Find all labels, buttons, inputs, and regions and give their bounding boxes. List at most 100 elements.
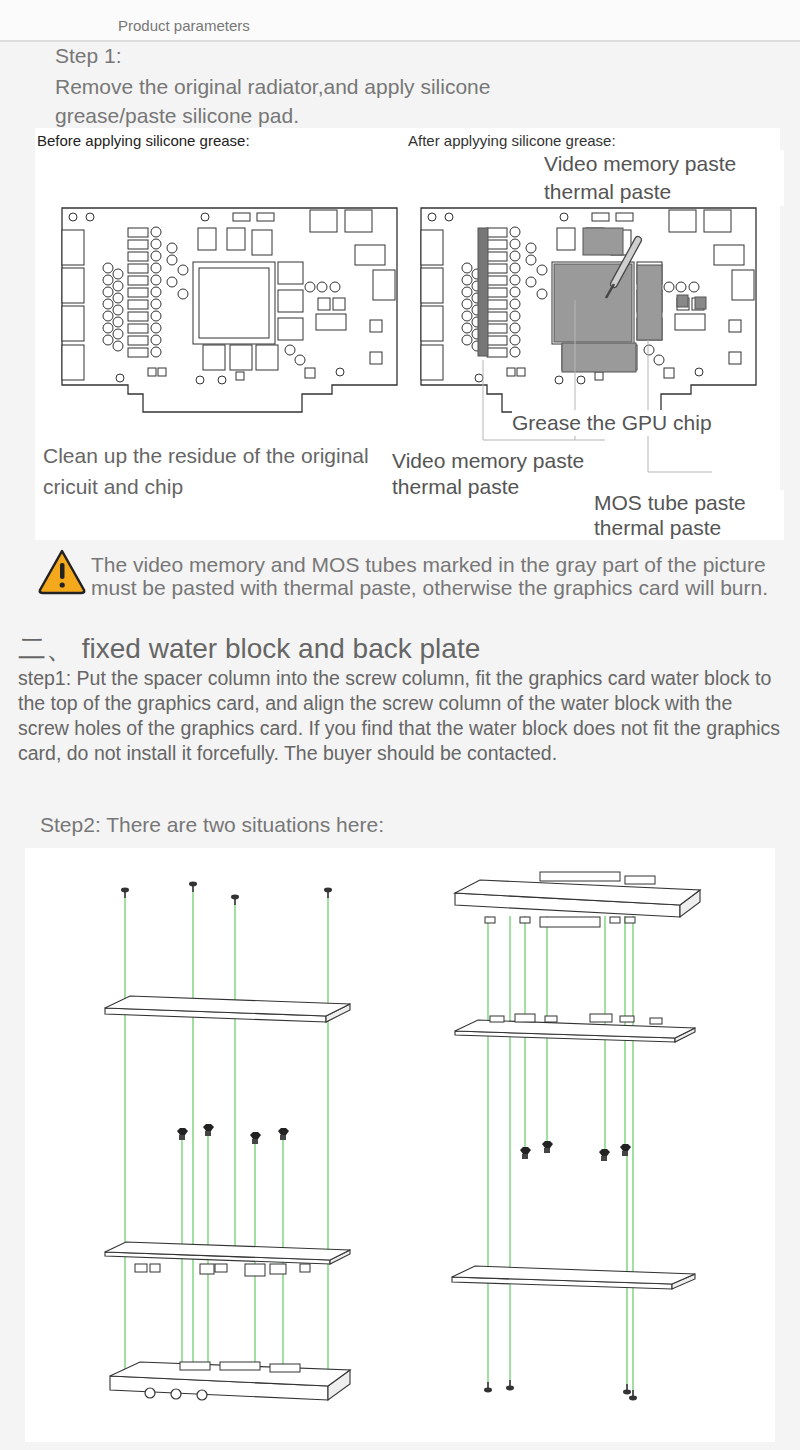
- pcb-component: [256, 345, 278, 370]
- assembly-guide: [487, 916, 489, 1386]
- pcb-outline: [421, 208, 756, 412]
- pcb-capacitor: [644, 345, 654, 355]
- pcb-capacitor: [676, 282, 686, 292]
- graphics-card: [105, 1242, 350, 1276]
- card-component: [590, 1014, 612, 1022]
- water-block-detail: [625, 917, 635, 923]
- standoff-post: [622, 1151, 628, 1156]
- pcb-component: [62, 268, 84, 303]
- screw: [324, 888, 332, 898]
- backplate: [105, 996, 350, 1022]
- water-block-detail: [520, 917, 530, 923]
- standoff-nut: [250, 1132, 261, 1139]
- assembly-guide: [509, 916, 511, 1384]
- pcb-component: [128, 300, 148, 309]
- pcb-capacitor: [526, 255, 536, 265]
- standoff: [250, 1132, 261, 1144]
- thermal-paste-area: [583, 228, 623, 255]
- thermal-paste-area: [478, 228, 488, 356]
- pcb-capacitor: [537, 265, 547, 275]
- pcb-component: [669, 210, 696, 232]
- pcb-component: [675, 314, 705, 330]
- pcb-capacitor: [103, 311, 113, 321]
- pcb-capacitor: [151, 299, 161, 309]
- pcb-capacitor: [305, 282, 315, 292]
- page-heading: Product parameters: [118, 16, 250, 36]
- pcb-component: [128, 288, 148, 297]
- pcb-capacitor: [689, 282, 699, 292]
- pcb-component: [333, 298, 345, 310]
- water-block-detail: [610, 917, 620, 923]
- water-block: [110, 1362, 350, 1400]
- pcb-component: [487, 336, 507, 345]
- pcb-capacitor: [151, 227, 161, 237]
- pcb-component: [373, 270, 395, 300]
- pcb-capacitor: [151, 323, 161, 333]
- standoff: [177, 1128, 188, 1140]
- tube-nozzle: [606, 284, 614, 298]
- pcb-capacitor: [654, 355, 664, 365]
- pcb-component: [128, 264, 148, 273]
- text-slot: After applyying silicone grease:: [408, 131, 738, 151]
- tube-body: [614, 240, 638, 284]
- pcb-capacitor: [445, 213, 453, 221]
- pcb-component: [592, 213, 609, 221]
- pcb-capacitor: [317, 282, 327, 292]
- text-slot: Product parameters: [118, 16, 418, 36]
- pcb-component: [487, 324, 507, 333]
- text-slot: MOS tube paste thermal paste: [594, 490, 784, 540]
- card-component: [150, 1264, 160, 1272]
- pcb-capacitor: [69, 213, 77, 221]
- slab-top: [105, 996, 350, 1016]
- pcb-outline: [62, 208, 397, 412]
- pcb-capacitor: [151, 347, 161, 357]
- pcb-component: [128, 324, 148, 333]
- pcb-capacitor: [116, 374, 124, 382]
- pcb-capacitor: [178, 289, 188, 299]
- pcb-capacitor: [510, 311, 520, 321]
- standoff: [599, 1149, 610, 1161]
- pcb-capacitor: [428, 213, 436, 221]
- pcb-component: [128, 312, 148, 321]
- assembly-guide: [234, 900, 236, 1252]
- standoff-post: [522, 1154, 528, 1159]
- pcb-capacitor: [113, 305, 123, 315]
- pcb-component: [487, 252, 507, 261]
- pcb-capacitor: [510, 347, 520, 357]
- pcb-capacitor: [295, 355, 305, 365]
- pcb-component: [714, 245, 744, 265]
- pcb-component: [230, 345, 252, 370]
- pcb-component: [128, 228, 148, 237]
- standoff-nut: [542, 1141, 553, 1148]
- pcb-component: [233, 213, 250, 221]
- pcb-component: [487, 240, 507, 249]
- text-slot: Grease the GPU chip: [512, 410, 762, 436]
- step-instruction: Remove the original radiator,and apply s…: [55, 72, 615, 130]
- text-slot: step1: Put the spacer column into the sc…: [18, 666, 786, 766]
- panel-caption: After applyying silicone grease:: [408, 131, 616, 151]
- thermal-paste-area: [677, 295, 688, 307]
- text-slot: Before applying silicone grease:: [37, 131, 387, 151]
- pcb-capacitor: [113, 269, 123, 279]
- standoff-post: [205, 1131, 211, 1136]
- pcb-component: [128, 252, 148, 261]
- warning-icon: [40, 551, 84, 593]
- water-port: [145, 1388, 155, 1398]
- water-block-detail: [485, 917, 495, 923]
- water-block: [455, 872, 700, 927]
- pcb-component: [199, 268, 269, 338]
- text-slot: Remove the original radiator,and apply s…: [55, 72, 615, 130]
- leader-line: [648, 340, 712, 472]
- warning-dot: [60, 582, 65, 587]
- standoff-post: [252, 1139, 258, 1144]
- standoff-post: [601, 1156, 607, 1161]
- card-component: [515, 1014, 535, 1022]
- pcb-capacitor: [103, 287, 113, 297]
- pcb-component: [278, 290, 303, 312]
- water-block-detail: [270, 1364, 300, 1372]
- pcb-component: [128, 348, 148, 357]
- pcb-component: [257, 213, 274, 221]
- pcb-capacitor: [510, 239, 520, 249]
- backplate: [452, 1266, 695, 1289]
